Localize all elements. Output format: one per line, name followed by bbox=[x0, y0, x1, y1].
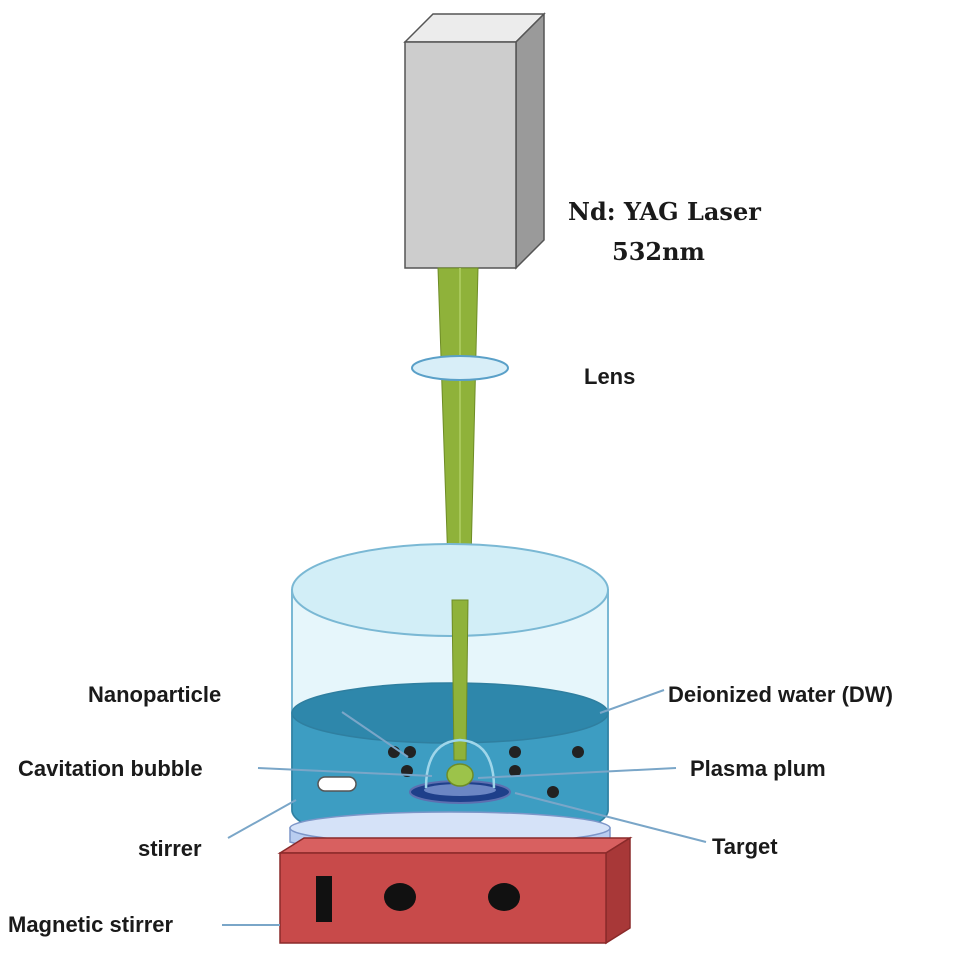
switch-icon bbox=[316, 876, 332, 922]
magnetic-stirrer-label: Magnetic stirrer bbox=[8, 912, 173, 937]
nanoparticles bbox=[388, 746, 584, 798]
stirrer-label: stirrer bbox=[138, 836, 202, 861]
stir-bar bbox=[317, 776, 357, 792]
magnetic-stirrer-base bbox=[277, 836, 633, 945]
nanoparticle bbox=[509, 746, 521, 758]
laser-wavelength-label: 532nm bbox=[612, 237, 705, 266]
laser-name-label: Nd: YAG Laser bbox=[568, 197, 761, 226]
laser-housing bbox=[403, 12, 546, 270]
leader-lines bbox=[222, 689, 707, 926]
knob-icon bbox=[384, 883, 416, 911]
nanoparticle bbox=[547, 786, 559, 798]
target bbox=[409, 780, 511, 804]
knob-icon bbox=[488, 883, 520, 911]
target-label: Target bbox=[712, 834, 778, 859]
cavitation-bubble-label: Cavitation bubble bbox=[18, 756, 203, 781]
nanoparticle bbox=[509, 765, 521, 777]
nanoparticle bbox=[404, 746, 416, 758]
nanoparticle bbox=[572, 746, 584, 758]
plasma-plume bbox=[446, 763, 474, 787]
lens-label: Lens bbox=[584, 364, 635, 389]
plasma-plum-label: Plasma plum bbox=[690, 756, 826, 781]
lens bbox=[411, 355, 509, 381]
nanoparticle-label: Nanoparticle bbox=[88, 682, 221, 707]
deionized-water-label: Deionized water (DW) bbox=[668, 682, 893, 707]
laser-beam-in-water bbox=[451, 599, 469, 761]
cavitation-bubble bbox=[424, 738, 496, 789]
